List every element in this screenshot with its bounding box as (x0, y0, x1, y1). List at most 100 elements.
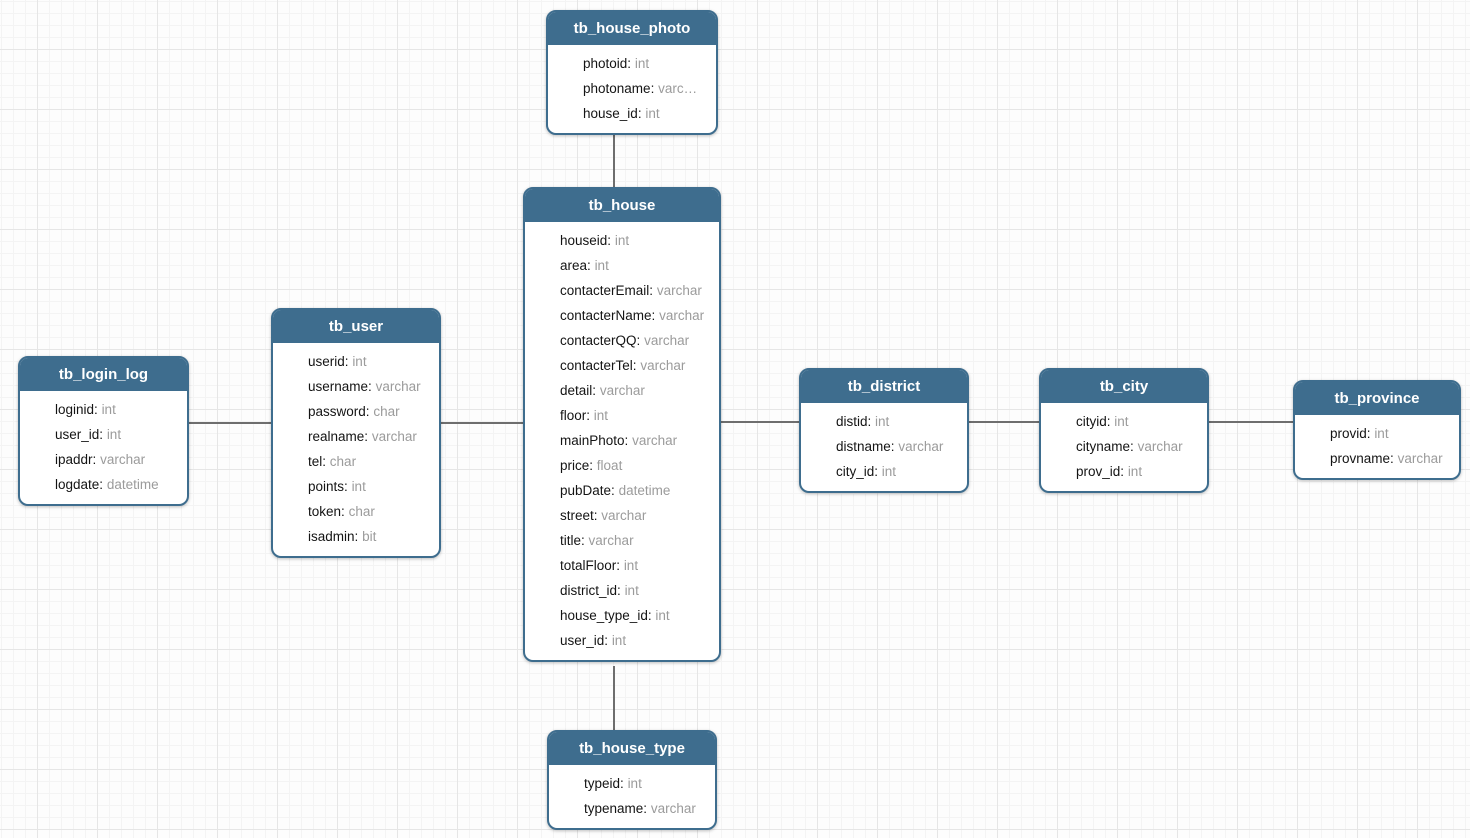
field-name: distname (836, 439, 891, 454)
field-row-title[interactable]: title: varchar (525, 528, 719, 553)
field-separator: : (593, 508, 598, 523)
field-type: varchar (898, 439, 944, 454)
field-row-typeid[interactable]: typeid: int (549, 771, 715, 796)
relationship-line-tb_city-tb_province[interactable] (1209, 421, 1293, 423)
field-row-username[interactable]: username: varchar (273, 374, 439, 399)
table-header-tb_city[interactable]: tb_city (1041, 370, 1207, 403)
field-row-houseid[interactable]: houseid: int (525, 228, 719, 253)
field-separator: : (643, 801, 648, 816)
field-type: bit (362, 529, 377, 544)
field-row-area[interactable]: area: int (525, 253, 719, 278)
field-row-house_id[interactable]: house_id: int (548, 101, 716, 126)
field-row-tel[interactable]: tel: char (273, 449, 439, 474)
field-row-prov_id[interactable]: prov_id: int (1041, 459, 1207, 484)
field-row-ipaddr[interactable]: ipaddr: varchar (20, 447, 187, 472)
field-row-floor[interactable]: floor: int (525, 403, 719, 428)
field-row-isadmin[interactable]: isadmin: bit (273, 524, 439, 549)
field-row-district_id[interactable]: district_id: int (525, 578, 719, 603)
table-header-tb_login_log[interactable]: tb_login_log (20, 358, 187, 391)
field-row-distid[interactable]: distid: int (801, 409, 967, 434)
field-row-provname[interactable]: provname: varchar (1295, 446, 1459, 471)
field-name: username (308, 379, 369, 394)
field-row-points[interactable]: points: int (273, 474, 439, 499)
field-row-detail[interactable]: detail: varchar (525, 378, 719, 403)
field-name: cityid (1076, 414, 1107, 429)
relationship-line-tb_house-tb_house_type[interactable] (613, 666, 615, 730)
field-name: street (560, 508, 594, 523)
field-separator: : (617, 583, 621, 598)
field-separator: : (587, 258, 591, 273)
field-row-price[interactable]: price: float (525, 453, 719, 478)
field-type: int (655, 608, 670, 623)
field-row-userid[interactable]: userid: int (273, 349, 439, 374)
field-type: varchar (1137, 439, 1183, 454)
field-row-user_id[interactable]: user_id: int (525, 628, 719, 653)
field-type: varchar (375, 379, 421, 394)
table-header-tb_district[interactable]: tb_district (801, 370, 967, 403)
relationship-line-tb_login_log-tb_user[interactable] (189, 422, 271, 424)
field-separator: : (354, 529, 359, 544)
field-type: int (352, 354, 367, 369)
field-row-loginid[interactable]: loginid: int (20, 397, 187, 422)
table-header-tb_province[interactable]: tb_province (1295, 382, 1459, 415)
field-row-distname[interactable]: distname: varchar (801, 434, 967, 459)
field-row-typename[interactable]: typename: varchar (549, 796, 715, 821)
field-row-street[interactable]: street: varchar (525, 503, 719, 528)
field-row-token[interactable]: token: char (273, 499, 439, 524)
field-row-city_id[interactable]: city_id: int (801, 459, 967, 484)
field-name: realname (308, 429, 365, 444)
field-row-contacterQQ[interactable]: contacterQQ: varchar (525, 328, 719, 353)
table-header-tb_house_type[interactable]: tb_house_type (549, 732, 715, 765)
field-row-house_type_id[interactable]: house_type_id: int (525, 603, 719, 628)
field-type: varchar (644, 333, 690, 348)
field-type: int (627, 776, 642, 791)
field-row-provid[interactable]: provid: int (1295, 421, 1459, 446)
field-separator: : (365, 404, 370, 419)
relationship-line-tb_house-tb_district[interactable] (721, 421, 799, 423)
field-row-contacterTel[interactable]: contacterTel: varchar (525, 353, 719, 378)
field-type: int (101, 402, 116, 417)
table-header-tb_house_photo[interactable]: tb_house_photo (548, 12, 716, 45)
field-row-logdate[interactable]: logdate: datetime (20, 472, 187, 497)
field-row-mainPhoto[interactable]: mainPhoto: varchar (525, 428, 719, 453)
field-type: int (614, 233, 630, 248)
field-separator: : (344, 354, 349, 369)
relationship-line-tb_district-tb_city[interactable] (969, 421, 1039, 423)
field-separator: : (92, 452, 97, 467)
field-row-password[interactable]: password: char (273, 399, 439, 424)
field-separator: : (650, 81, 655, 96)
field-row-totalFloor[interactable]: totalFloor: int (525, 553, 719, 578)
field-name: provname (1330, 451, 1391, 466)
field-row-contacterName[interactable]: contacterName: varchar (525, 303, 719, 328)
field-row-cityid[interactable]: cityid: int (1041, 409, 1207, 434)
field-row-pubDate[interactable]: pubDate: datetime (525, 478, 719, 503)
field-row-photoid[interactable]: photoid: int (548, 51, 716, 76)
field-name: userid (308, 354, 345, 369)
field-row-realname[interactable]: realname: varchar (273, 424, 439, 449)
table-header-tb_house[interactable]: tb_house (525, 189, 719, 222)
relationship-line-tb_house_photo-tb_house[interactable] (613, 133, 615, 187)
field-type: varchar (632, 433, 678, 448)
field-separator: : (624, 433, 629, 448)
field-type: int (623, 558, 639, 573)
table-title: tb_house (588, 197, 656, 214)
table-header-tb_user[interactable]: tb_user (273, 310, 439, 343)
field-row-user_id[interactable]: user_id: int (20, 422, 187, 447)
field-row-cityname[interactable]: cityname: varchar (1041, 434, 1207, 459)
field-row-contacterEmail[interactable]: contacterEmail: varchar (525, 278, 719, 303)
field-separator: : (1366, 426, 1371, 441)
field-row-photoname[interactable]: photoname: varc… (548, 76, 716, 101)
relationship-line-tb_user-tb_house[interactable] (441, 422, 523, 424)
field-type: int (106, 427, 122, 442)
field-separator: : (94, 402, 98, 417)
